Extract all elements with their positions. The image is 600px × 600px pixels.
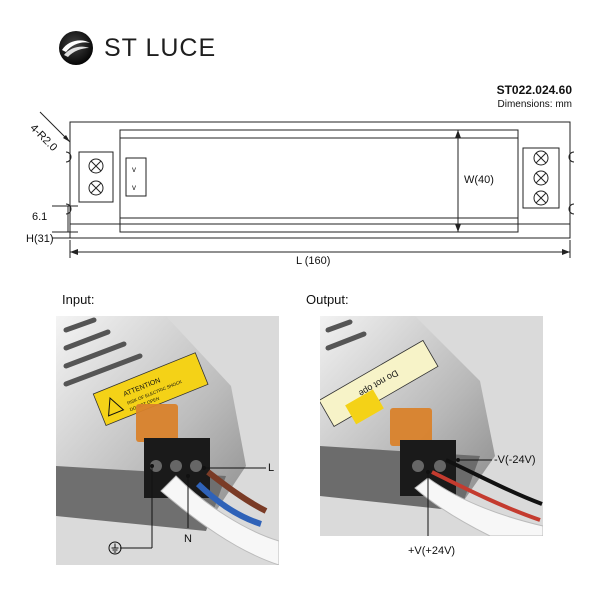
input-title: Input:: [62, 292, 95, 307]
offset-label: 6.1: [32, 211, 48, 223]
model-number: ST022.024.60: [496, 83, 572, 97]
output-photo: Do not ope: [320, 316, 543, 536]
svg-text:v: v: [132, 165, 136, 174]
brand-name: ST LUCE: [104, 34, 217, 62]
svg-text:v: v: [132, 183, 136, 192]
dimensions-unit: Dimensions: mm: [497, 99, 572, 110]
callout-positive: +V(+24V): [408, 545, 456, 557]
dimension-drawing: v v: [0, 108, 600, 278]
width-label: W(40): [464, 174, 494, 186]
callout-negative: -V(-24V): [494, 454, 536, 466]
ground-icon: [108, 541, 122, 555]
output-title: Output:: [306, 292, 349, 307]
height-label: H(31): [26, 233, 54, 245]
callout-live: L: [268, 462, 275, 474]
brand-logo: [58, 30, 94, 66]
input-photo: ATTENTION RISK OF ELECTRIC SHOCK DO NOT …: [56, 316, 279, 565]
length-label: L (160): [296, 255, 331, 267]
st-luce-logo-icon: [59, 31, 93, 65]
callout-neutral: N: [184, 533, 192, 545]
